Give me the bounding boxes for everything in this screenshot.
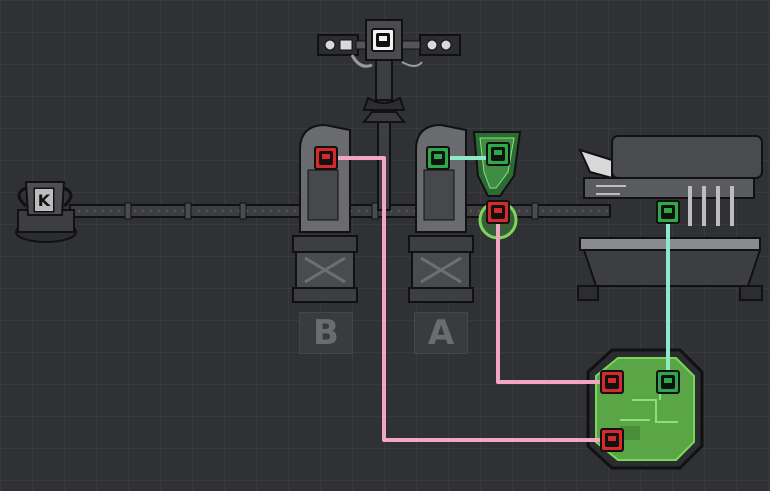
fabricator-machine	[577, 135, 763, 301]
gate-input-red-socket-icon[interactable]	[486, 200, 510, 224]
red-socket-icon[interactable]	[314, 146, 338, 170]
gate-output-green-socket-icon[interactable]	[486, 142, 510, 166]
green-socket-icon[interactable]	[426, 146, 450, 170]
cup-label: K	[34, 188, 54, 212]
controller-red-socket-icon[interactable]	[600, 370, 624, 394]
machine-green-socket-icon[interactable]	[656, 200, 680, 224]
pad-label-a: A	[414, 312, 468, 354]
top-sensor-unit	[317, 19, 461, 111]
controller-green-socket-icon[interactable]	[656, 370, 680, 394]
red-wire-gate	[496, 210, 612, 384]
pad-label-b: B	[299, 312, 353, 354]
red-wire-b	[336, 156, 612, 442]
white-socket-icon[interactable]	[371, 28, 395, 52]
controller-reset-red-socket-icon[interactable]	[600, 428, 624, 452]
